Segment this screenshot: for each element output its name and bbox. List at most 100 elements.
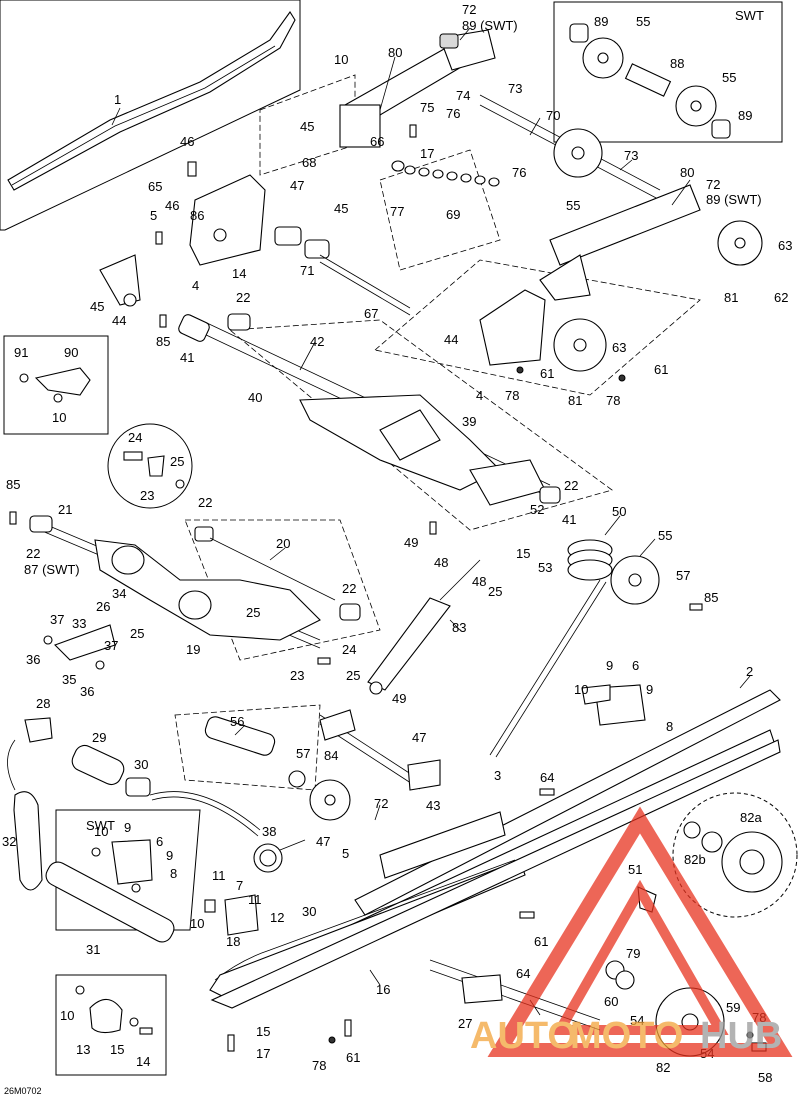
label-41: 41 [562,512,576,527]
label-11: 11 [248,892,262,907]
label-78: 78 [312,1058,326,1073]
label-37: 37 [104,638,118,653]
label-60: 60 [604,994,618,1009]
label-85: 85 [704,590,718,605]
shaft-31 [45,861,175,943]
label-88: 88 [670,56,684,71]
label-43: 43 [426,798,440,813]
label-24: 24 [342,642,356,657]
main-arm-assembly [178,313,561,506]
label-72: 72 [706,177,720,192]
label-9: 9 [646,682,653,697]
label-89-swt: 89 (SWT) [462,18,518,33]
inset-box-cam-13 [55,974,167,1076]
label-25: 25 [488,584,502,599]
label-10: 10 [334,52,348,67]
label-85: 85 [6,477,20,492]
label-82a: 82a [740,810,762,825]
label-44: 44 [112,313,126,328]
label-79: 79 [626,946,640,961]
label-27: 27 [458,1016,472,1031]
label-85: 85 [156,334,170,349]
label-23: 23 [140,488,154,503]
label-41: 41 [180,350,194,365]
label-2: 2 [746,664,753,679]
label-36: 36 [26,652,40,667]
label-55: 55 [566,198,580,213]
label-55: 55 [658,528,672,543]
label-83: 83 [452,620,466,635]
label-8: 8 [666,719,673,734]
label-69: 69 [446,207,460,222]
label-5: 5 [342,846,349,861]
label-56: 56 [230,714,244,729]
label-73: 73 [624,148,638,163]
label-6: 6 [156,834,163,849]
label-72: 72 [374,796,388,811]
shock-absorber-83 [367,559,481,695]
label-22: 22 [564,478,578,493]
label-75: 75 [420,100,434,115]
label-82: 82 [656,1060,670,1075]
label-17: 17 [420,146,434,161]
label-15: 15 [110,1042,124,1057]
rails-2-16 [209,689,781,1009]
label-74: 74 [456,88,470,103]
label-61: 61 [654,362,668,377]
label-89: 89 [594,14,608,29]
label-68: 68 [302,155,316,170]
label-54: 54 [630,1013,644,1028]
label-4: 4 [192,278,199,293]
label-73: 73 [508,81,522,96]
inset-box-bracket-90 [3,335,109,435]
label-84: 84 [324,748,338,763]
label-78: 78 [606,393,620,408]
label-21: 21 [58,502,72,517]
label-13: 13 [76,1042,90,1057]
label-51: 51 [628,862,642,877]
label-90: 90 [64,345,78,360]
label-10: 10 [60,1008,74,1023]
label-62: 62 [774,290,788,305]
outline-upper-center [379,149,501,271]
label-70: 70 [546,108,560,123]
washers-69 [391,160,500,187]
label-53: 53 [538,560,552,575]
inset-box-swt-wheels [553,1,783,143]
label-65: 65 [148,179,162,194]
label-66: 66 [370,134,384,149]
bracket-7-11 [204,894,259,936]
label-16: 16 [376,982,390,997]
label-82b: 82b [684,852,706,867]
label-26: 26 [96,599,110,614]
label-61: 61 [534,934,548,949]
label-55: 55 [722,70,736,85]
label-28: 28 [36,696,50,711]
label-46: 46 [180,134,194,149]
label-61: 61 [346,1050,360,1065]
label-12: 12 [270,910,284,925]
label-72: 72 [462,2,476,17]
label-47: 47 [290,178,304,193]
label-8: 8 [170,866,177,881]
label-17: 17 [256,1046,270,1061]
label-15: 15 [256,1024,270,1039]
label-6: 6 [632,658,639,673]
label-45: 45 [334,201,348,216]
label-80: 80 [680,165,694,180]
label-61: 61 [540,366,554,381]
label-64: 64 [516,966,530,981]
label-31: 31 [86,942,100,957]
inset-box-rail-slider [0,0,301,231]
linkage-33-37 [43,624,116,670]
label-36: 36 [80,684,94,699]
label-32: 32 [2,834,16,849]
label-1: 1 [114,92,121,107]
watermark-text-auto: AUTO [470,1015,577,1057]
label-52: 52 [530,502,544,517]
label-10: 10 [190,916,204,931]
links-28-32 [7,717,53,891]
label-24: 24 [128,430,142,445]
label-14: 14 [232,266,246,281]
